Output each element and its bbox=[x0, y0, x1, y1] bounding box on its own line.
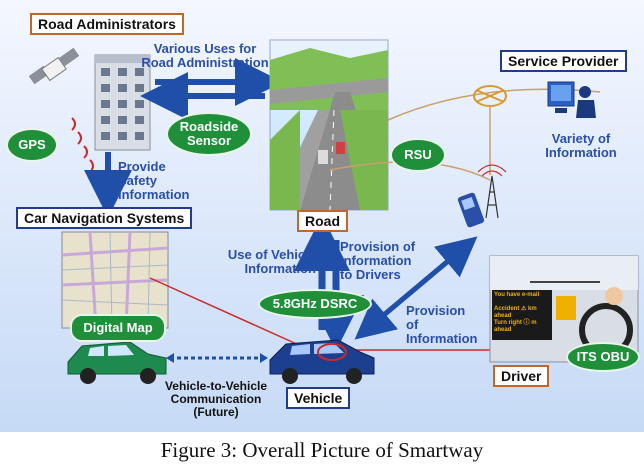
computer-user-icon bbox=[547, 81, 596, 118]
digital-map-oval: Digital Map bbox=[70, 314, 166, 342]
use-vehicle-info-label: Use of Vehicle Information bbox=[227, 247, 316, 276]
gps-oval: GPS bbox=[6, 128, 58, 162]
roadside-sensor-oval: Roadside Sensor bbox=[166, 112, 252, 156]
driver-label: Driver bbox=[493, 365, 550, 387]
network-hub-icon bbox=[473, 85, 507, 175]
road-scene-image bbox=[269, 39, 389, 211]
screen-message-2: Accident ⚠ km ahead bbox=[494, 306, 537, 319]
rsu-oval: RSU bbox=[390, 138, 446, 172]
red-link-map-vehicle bbox=[149, 277, 311, 351]
various-uses-label: Various Uses for Road Administration bbox=[141, 41, 269, 70]
mobile-phone-icon bbox=[457, 192, 485, 228]
provide-safety-label: Provide Safety Information bbox=[118, 159, 190, 202]
provision-drivers-label: Provision of Information to Drivers bbox=[340, 239, 416, 282]
antenna-tower-icon bbox=[477, 164, 507, 219]
screen-message-1: You have e-mail bbox=[494, 292, 540, 298]
variety-info-label: Variety of Information bbox=[545, 131, 617, 160]
dsrc-oval: 5.8GHz DSRC bbox=[258, 289, 372, 319]
blue-car-icon bbox=[269, 339, 375, 384]
figure-caption: Figure 3: Overall Picture of Smartway bbox=[160, 438, 484, 462]
v2v-arrowhead-left bbox=[166, 353, 174, 363]
arrow-phone-to-vehicle bbox=[354, 244, 468, 340]
digital-map-image bbox=[61, 231, 169, 329]
provision-info-label: Provision of Information bbox=[406, 303, 478, 346]
road-label: Road bbox=[297, 210, 348, 232]
v2v-label: Vehicle-to-Vehicle Communication (Future… bbox=[164, 379, 268, 419]
vehicle-label: Vehicle bbox=[286, 387, 351, 409]
road-administrators-label: Road Administrators bbox=[30, 13, 184, 35]
screen-message-3: Turn right ⓘ m ahead bbox=[494, 320, 537, 333]
car-navigation-label: Car Navigation Systems bbox=[16, 207, 193, 229]
v2v-arrowhead-right bbox=[260, 353, 268, 363]
service-provider-label: Service Provider bbox=[500, 50, 627, 72]
its-obu-oval: ITS OBU bbox=[566, 342, 640, 372]
green-car-icon bbox=[67, 341, 167, 384]
satellite-icon bbox=[28, 47, 80, 85]
driver-scene-image bbox=[489, 255, 639, 363]
